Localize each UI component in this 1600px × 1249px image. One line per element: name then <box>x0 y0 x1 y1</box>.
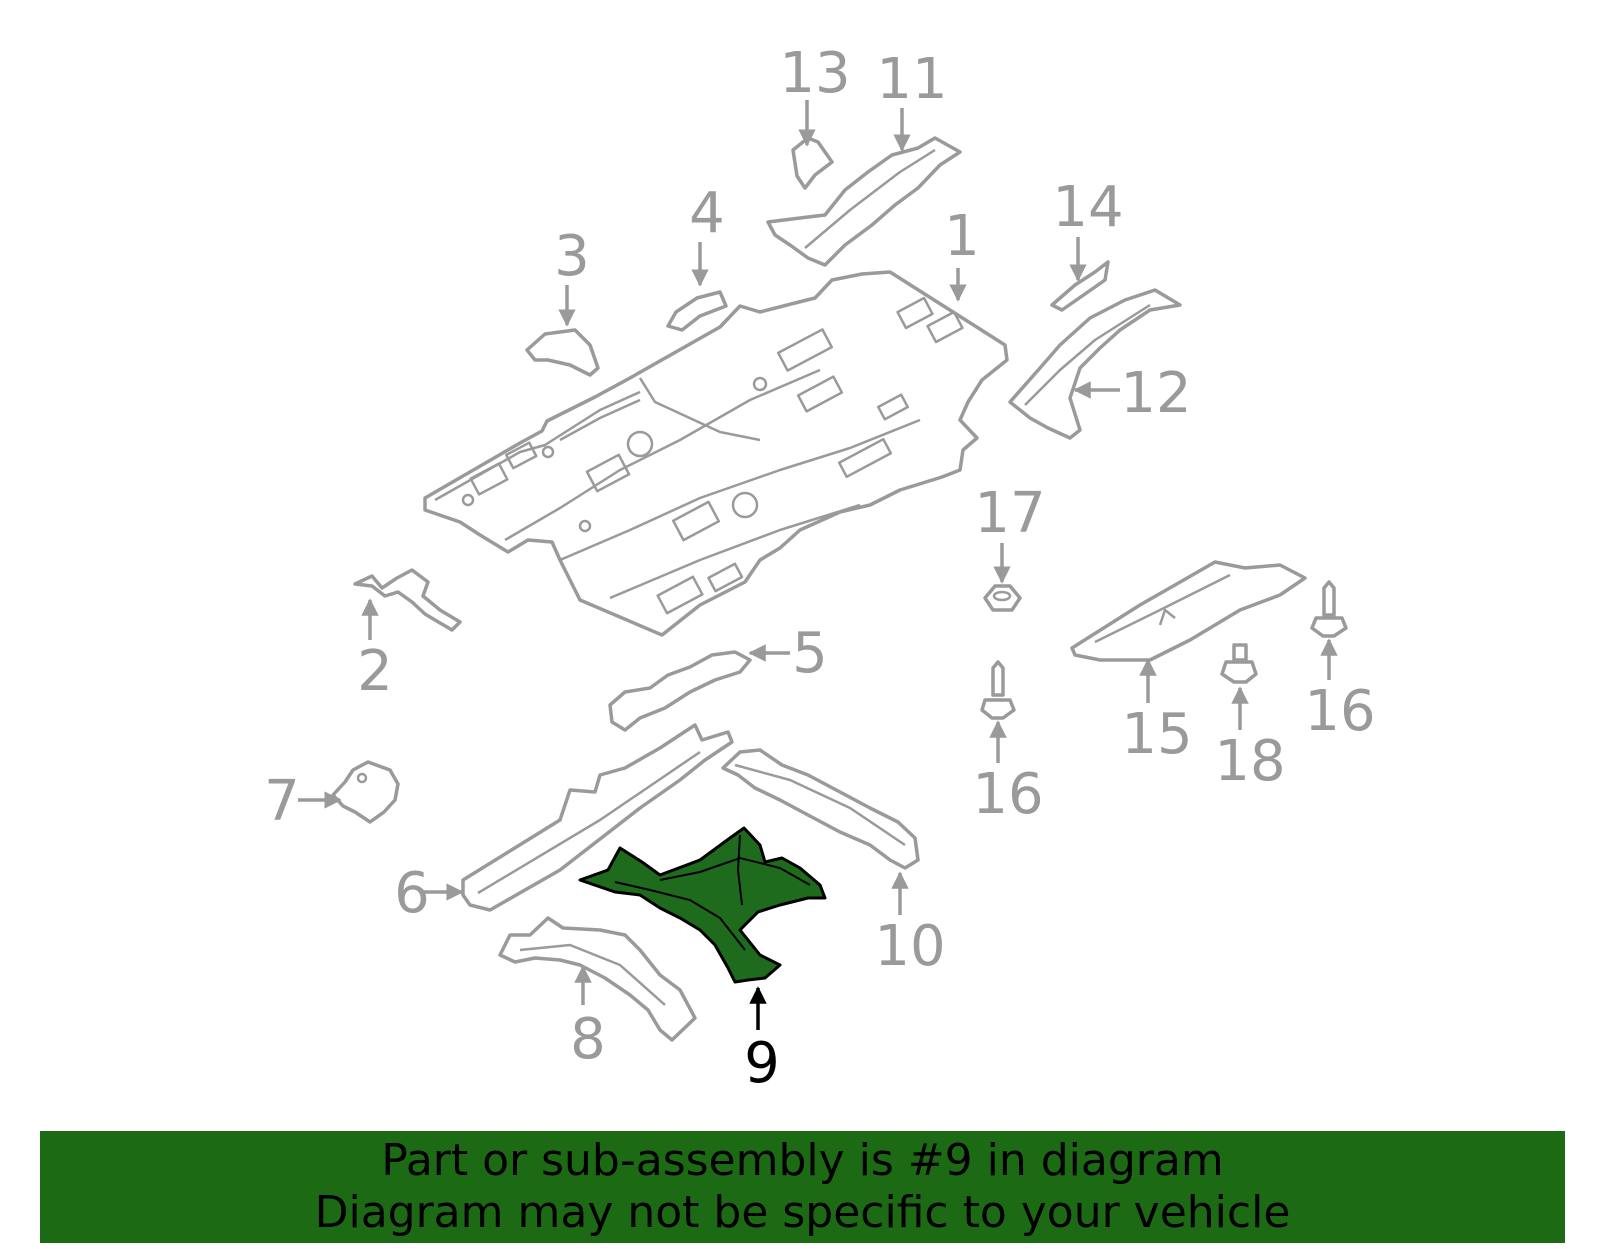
callout-14: 14 <box>1052 175 1123 240</box>
callout-5: 5 <box>792 621 828 686</box>
callout-16-right: 16 <box>1304 679 1375 744</box>
callout-2: 2 <box>357 639 393 704</box>
part-1-floor-pan <box>423 270 1009 637</box>
part-12-rail <box>1008 288 1182 440</box>
part-5-rail <box>608 650 752 732</box>
part-4-bracket <box>666 290 728 332</box>
part-18-bolt <box>1220 643 1258 684</box>
part-2-bracket <box>353 568 462 632</box>
callout-15: 15 <box>1121 702 1192 767</box>
callout-17: 17 <box>974 481 1045 546</box>
callout-arrows <box>298 100 1338 1030</box>
callout-16-left: 16 <box>972 762 1043 827</box>
callout-10: 10 <box>874 914 945 979</box>
part-9-crossmember <box>578 826 827 984</box>
callout-4: 4 <box>689 181 725 246</box>
part-7-bracket <box>331 760 400 824</box>
callout-13: 13 <box>779 41 850 106</box>
callout-7: 7 <box>264 769 300 834</box>
part-6-side-sill <box>461 723 734 912</box>
callout-labels: 1 2 3 4 5 6 7 8 9 10 11 12 13 14 15 16 1… <box>264 41 1375 1096</box>
banner-line-2: Diagram may not be specific to your vehi… <box>314 1187 1291 1238</box>
part-10-rail <box>721 748 920 870</box>
callout-3: 3 <box>554 224 590 289</box>
callout-8: 8 <box>570 1007 606 1072</box>
part-15-panel <box>1070 560 1307 662</box>
part-11-rail <box>766 136 962 267</box>
part-3-bracket <box>525 328 600 377</box>
info-banner: Part or sub-assembly is #9 in diagram Di… <box>40 1131 1565 1243</box>
part-14-bracket <box>1050 260 1110 312</box>
callout-1: 1 <box>944 204 980 269</box>
banner-line-1: Part or sub-assembly is #9 in diagram <box>381 1135 1224 1186</box>
part-17-nut <box>983 584 1022 612</box>
callout-11: 11 <box>876 47 947 112</box>
part-13-bracket <box>791 136 834 190</box>
part-16-bolt-right <box>1310 580 1348 638</box>
callout-12: 12 <box>1120 361 1191 426</box>
part-16-bolt-left <box>980 660 1016 720</box>
callout-9: 9 <box>744 1031 780 1096</box>
part-8-member <box>498 916 697 1042</box>
callout-18: 18 <box>1214 729 1285 794</box>
callout-6: 6 <box>394 861 430 926</box>
